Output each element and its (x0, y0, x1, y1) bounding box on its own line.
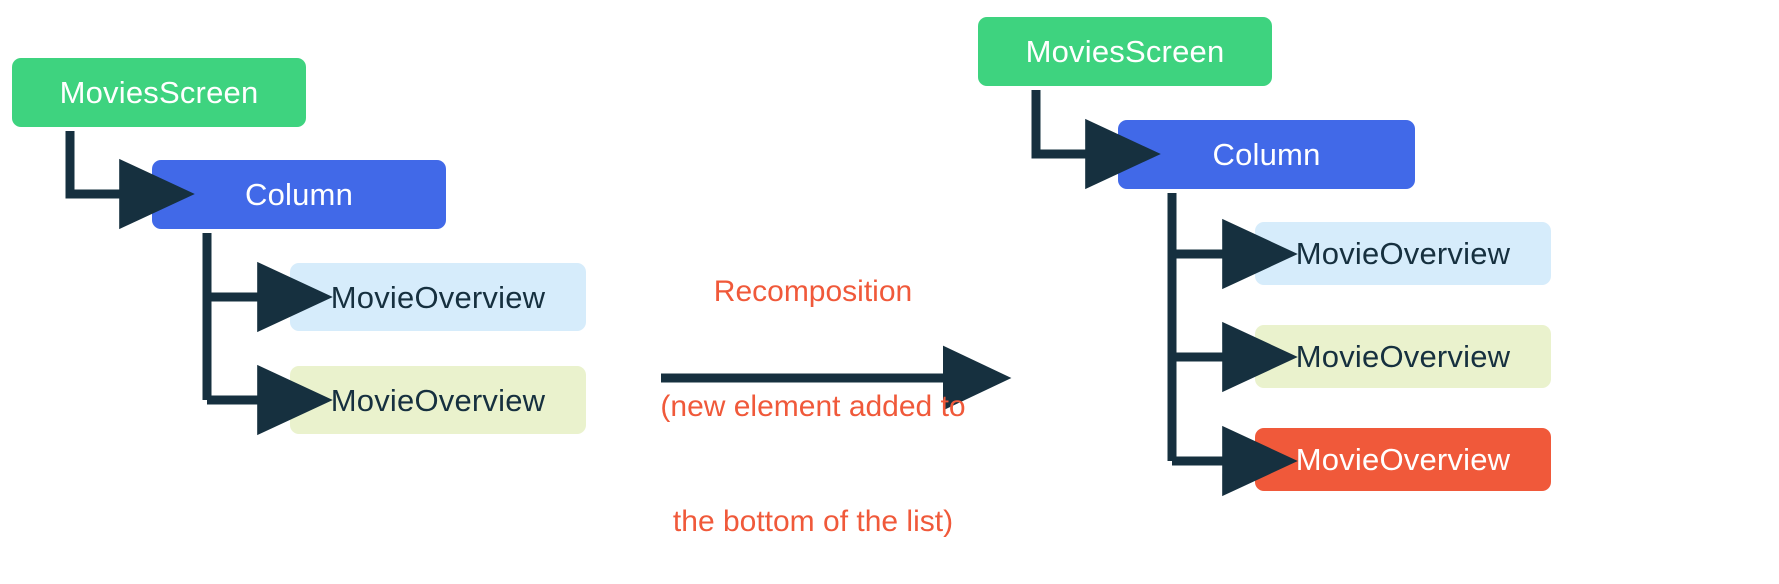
node-label: MovieOverview (1295, 236, 1511, 271)
node-label: Column (1212, 137, 1321, 172)
node-movie-overview-1-before: MovieOverview (290, 263, 586, 331)
recomposition-label-line-1: Recomposition (713, 274, 913, 308)
recomposition-label-line-3: the bottom of the list) (672, 505, 954, 539)
node-movie-overview-2-after: MovieOverview (1255, 325, 1551, 388)
node-label: MovieOverview (1295, 442, 1511, 477)
recomposition-label-line-2: (new element added to (660, 389, 966, 423)
node-column-before: Column (152, 160, 446, 229)
node-label: Column (244, 177, 354, 212)
node-label: MoviesScreen (1025, 34, 1225, 69)
node-column-after: Column (1118, 120, 1415, 189)
node-movies-screen-after: MoviesScreen (978, 17, 1272, 86)
node-movies-screen-before: MoviesScreen (12, 58, 306, 127)
node-label: MovieOverview (330, 382, 546, 418)
recomposition-label: Recomposition (new element added to the … (653, 196, 973, 584)
connector-movies-screen-to-column-after (1031, 90, 1161, 190)
node-movie-overview-3-after: MovieOverview (1255, 428, 1551, 491)
node-movie-overview-1-after: MovieOverview (1255, 222, 1551, 285)
node-label: MoviesScreen (59, 75, 259, 110)
node-movie-overview-2-before: MovieOverview (290, 366, 586, 434)
node-label: MovieOverview (1295, 339, 1511, 374)
connector-movies-screen-to-column-before (65, 131, 195, 230)
node-label: MovieOverview (330, 279, 546, 315)
